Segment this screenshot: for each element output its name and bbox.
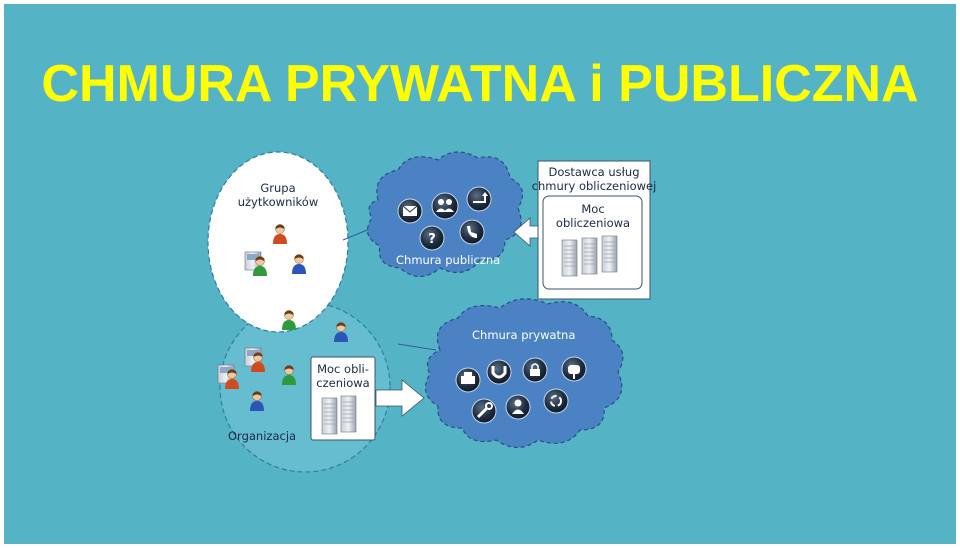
public-cloud-label: Chmura publiczna [396, 253, 500, 267]
organization-connector [397, 343, 437, 351]
mailbox-icon[interactable] [561, 356, 587, 382]
lock-icon[interactable] [522, 357, 548, 383]
svg-text:?: ? [428, 232, 436, 247]
user-group-label-line2: użytkowników [238, 195, 319, 209]
user-group-label-line1: Grupa [260, 181, 295, 195]
provider-compute-line1: Moc [581, 202, 604, 216]
magnet-icon[interactable] [486, 359, 512, 385]
wrench-icon[interactable] [471, 398, 497, 424]
share-icon[interactable] [466, 186, 492, 212]
org-compute-label-line2: czeniowa [316, 376, 369, 390]
recycle-icon[interactable] [543, 388, 569, 414]
provider-label-line2: chmury obliczeniowej [532, 179, 657, 193]
user-group-connector [342, 227, 373, 241]
org-to-private-arrow [375, 379, 425, 417]
slide-background [4, 4, 956, 544]
provider-compute-line2: obliczeniowa [556, 216, 630, 230]
organization-label: Organizacja [228, 429, 296, 443]
print-icon[interactable] [455, 367, 481, 393]
phone-icon[interactable] [459, 219, 485, 245]
provider-server-icon [561, 235, 618, 277]
people-icon[interactable] [431, 192, 459, 220]
help-icon[interactable]: ? [419, 225, 445, 251]
mail-icon[interactable] [397, 198, 423, 224]
page-title: CHMURA PRYWATNA i PUBLICZNA [41, 55, 919, 113]
person-icon[interactable] [505, 394, 531, 420]
org-compute-label-line1: Moc obli- [317, 362, 369, 376]
private-cloud-label: Chmura prywatna [472, 328, 575, 342]
provider-label-line1: Dostawca usług [548, 165, 639, 179]
